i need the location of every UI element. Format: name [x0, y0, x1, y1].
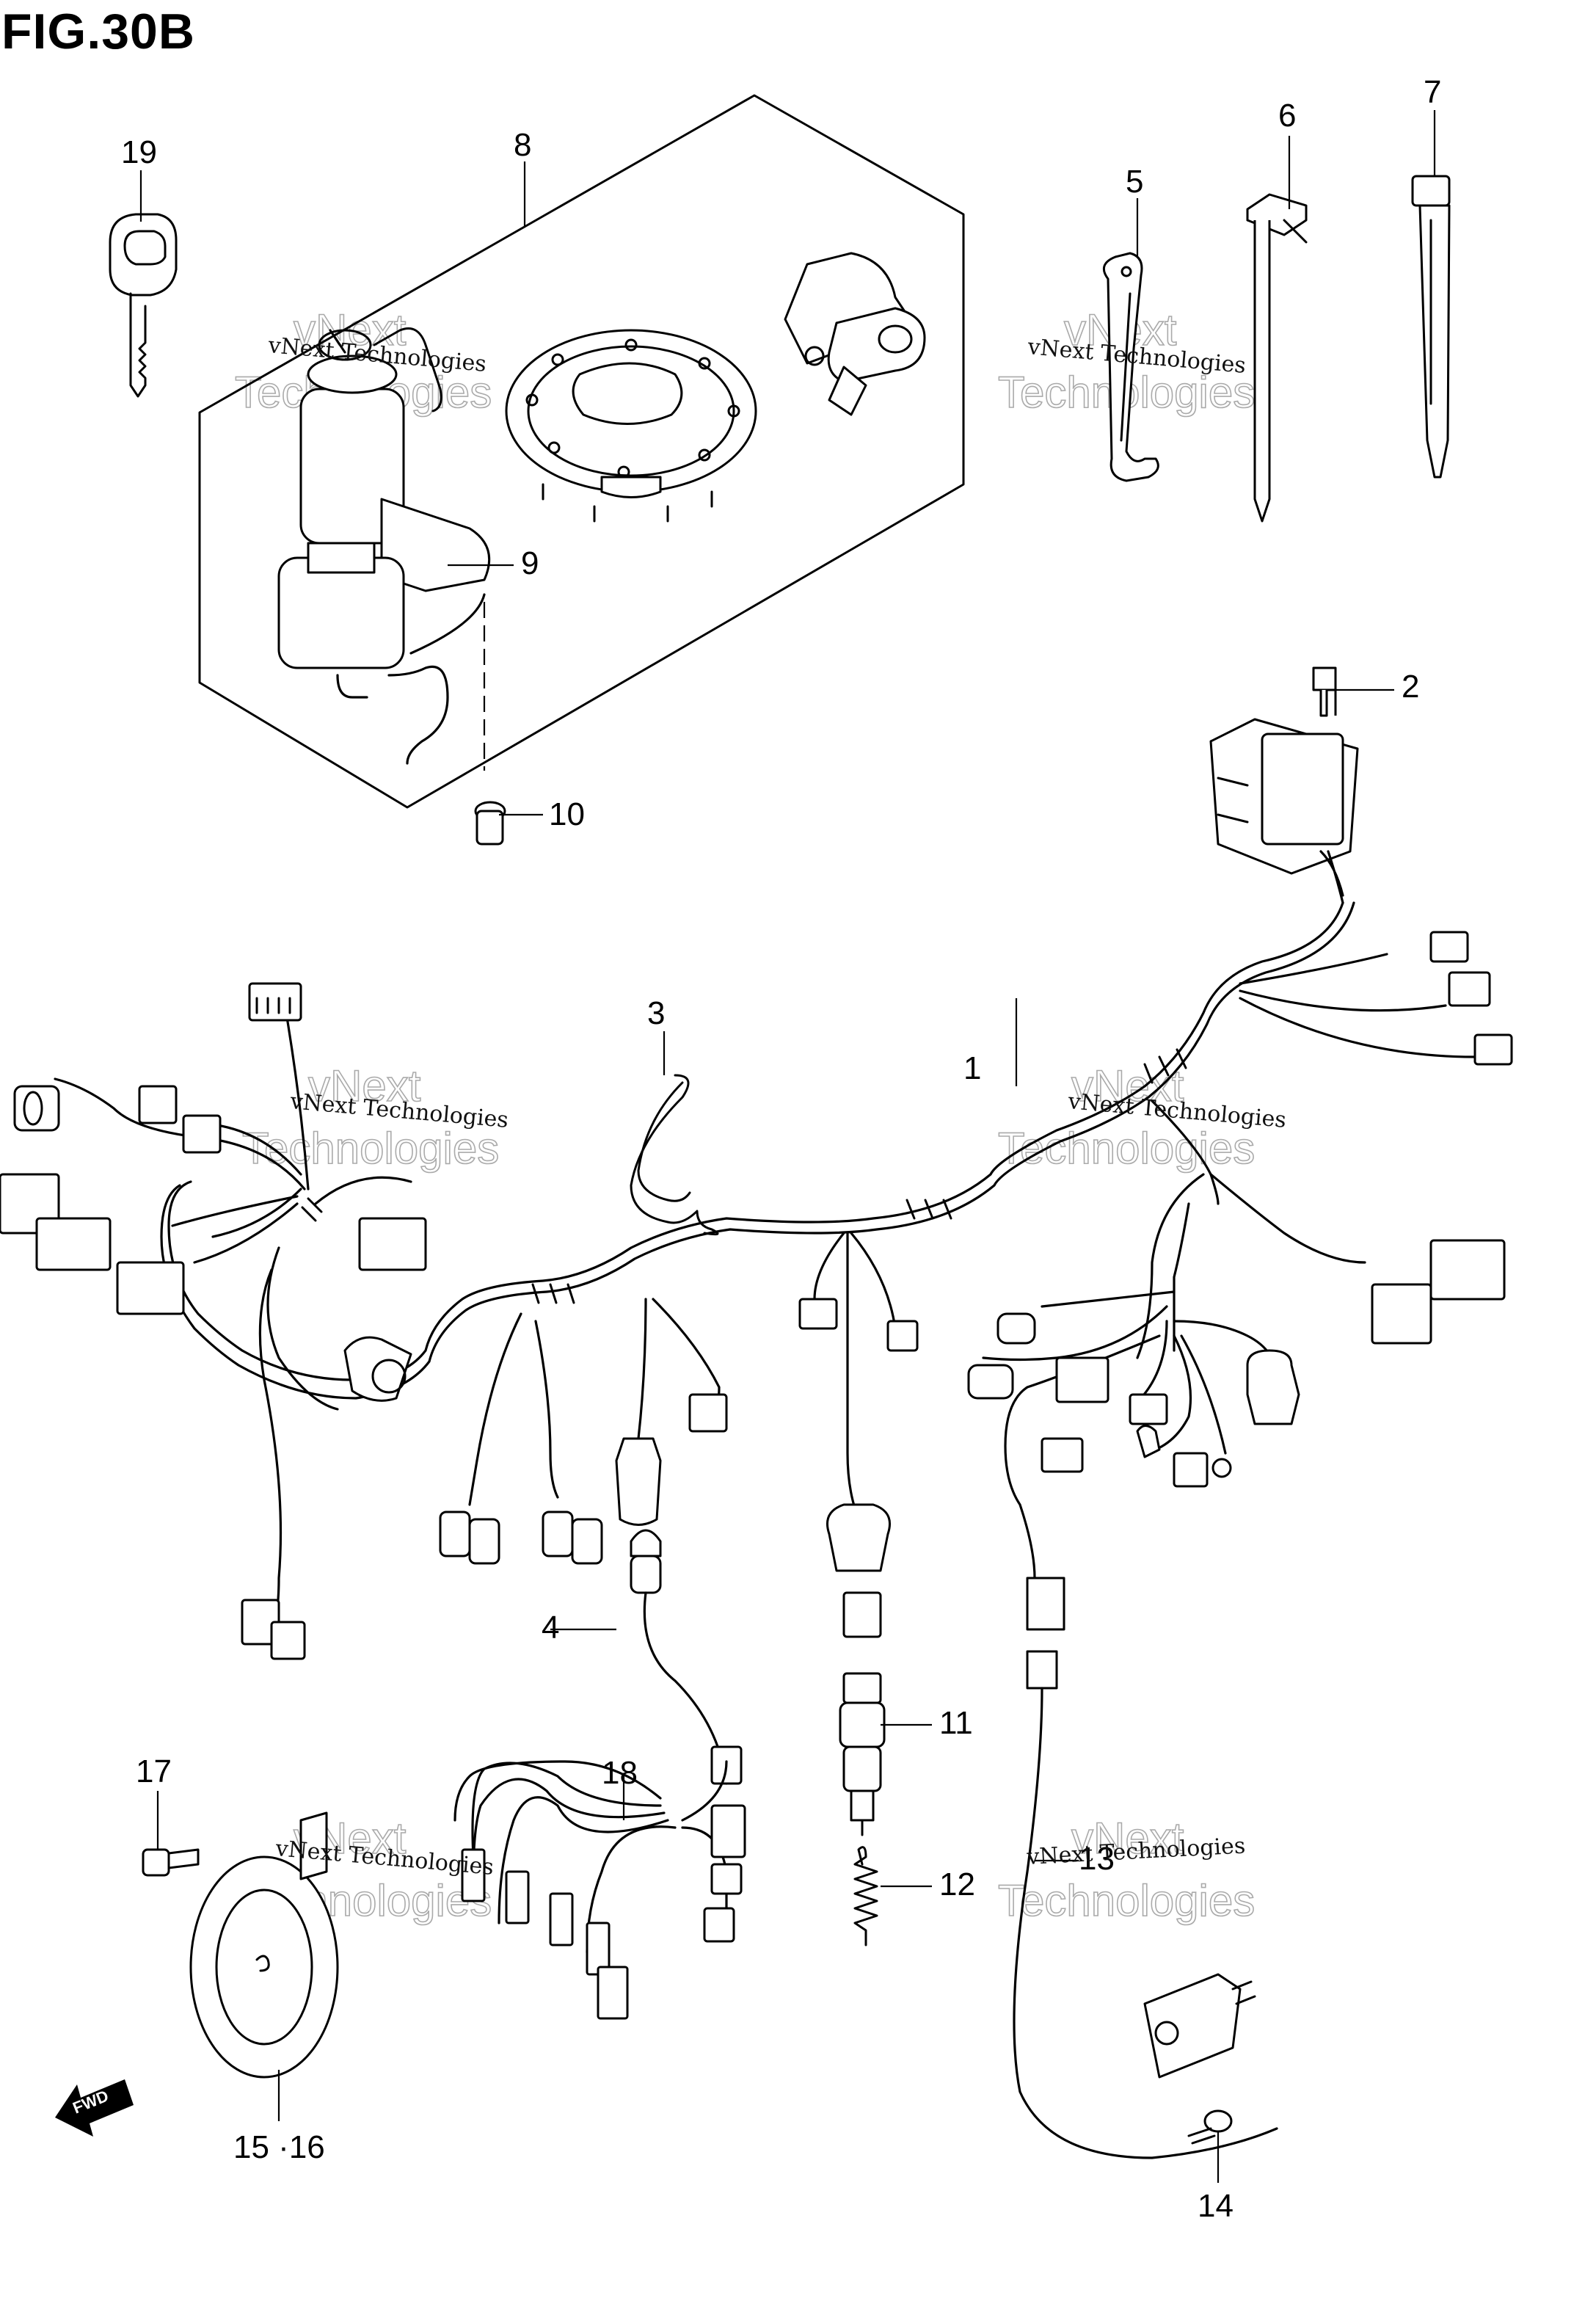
callout-leaders [139, 110, 1436, 2183]
callout-17: 17 [136, 1753, 172, 1789]
handlebar-harness-icon [453, 1760, 746, 2020]
callout-10: 10 [549, 796, 585, 832]
clamp-tie-icon [1246, 193, 1308, 523]
callout-9: 9 [521, 545, 539, 581]
harness-connectors [0, 931, 1513, 2159]
callout-2: 2 [1402, 669, 1419, 705]
callout-1: 1 [963, 1050, 981, 1086]
bolt-10-icon [474, 801, 506, 846]
seat-lock-icon [784, 252, 926, 416]
callout-7: 7 [1424, 74, 1441, 110]
key-icon [109, 213, 178, 398]
side-stand-switch-icon [1143, 1973, 1256, 2079]
fwd-arrow-icon: FWD [55, 2079, 134, 2137]
callout-11: 11 [939, 1705, 973, 1741]
callout-5: 5 [1126, 164, 1143, 200]
figure-title: FIG.30B [1, 4, 195, 59]
callout-3: 3 [647, 995, 665, 1031]
watermark-text-6: vNext Technologies [1026, 1833, 1246, 1870]
callout-15-16: 15 ·16 [233, 2129, 325, 2165]
callout-12: 12 [939, 1866, 975, 1902]
bolt-icon [142, 1848, 200, 1877]
screw-icon [1187, 2109, 1233, 2145]
watermark-big-3b: Technologies [242, 1124, 499, 1173]
sub-harness-icon [630, 1529, 743, 1785]
watermark-big-3a: vNext [308, 1061, 421, 1110]
cable-tie-icon [1411, 175, 1451, 479]
callout-4: 4 [542, 1610, 559, 1646]
horn-icon [189, 1811, 339, 2079]
lock-set-outline [198, 94, 965, 809]
watermark-big-6b: Technologies [998, 1876, 1255, 1925]
callout-6: 6 [1278, 98, 1296, 134]
callout-19: 19 [121, 134, 157, 170]
ignition-switch-icon [277, 327, 491, 771]
clip-icon [630, 1074, 719, 1236]
callout-8: 8 [514, 127, 531, 163]
callout-18: 18 [602, 1755, 638, 1791]
spring-icon [853, 1846, 878, 1946]
fuel-cap-icon [505, 329, 757, 523]
callout-labels: 19 8 7 6 5 9 2 10 3 1 4 11 17 18 12 13 1… [121, 74, 1441, 2224]
callout-13: 13 [1079, 1841, 1115, 1877]
fuse-box-icon [1209, 718, 1359, 904]
clamp-icon [1102, 252, 1159, 482]
main-harness-icon [54, 901, 1476, 1638]
watermark-big-6a: vNext [1071, 1814, 1184, 1863]
stop-switch-icon [839, 1672, 886, 1836]
fuse-icon [1312, 666, 1337, 717]
watermark-big-4b: Technologies [998, 1124, 1255, 1173]
callout-14: 14 [1198, 2188, 1234, 2224]
